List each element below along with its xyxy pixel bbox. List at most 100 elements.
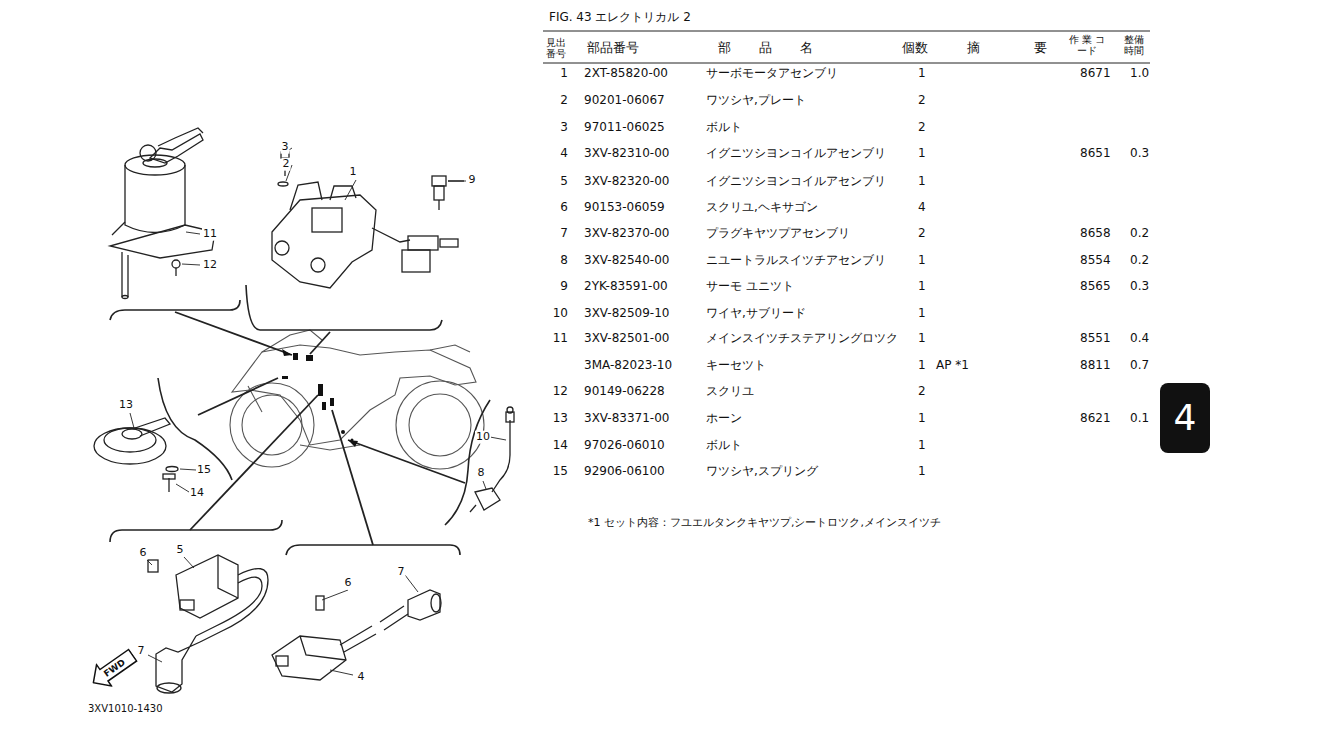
table-cell-quantity: 1 [918,465,926,479]
horn [94,418,178,492]
section-number: 4 [1174,400,1197,436]
table-cell-part-name: イグニツシヨンコイルアセンブリ [706,147,886,161]
table-cell-index-number: 6 [560,201,568,215]
table-cell-part-name: ワツシヤ,プレート [706,94,806,108]
table-cell-part-number: 2YK-83591-00 [584,280,668,294]
callout-number: 9 [468,174,477,187]
table-cell-work-code: 8671 [1080,67,1111,81]
table-cell-quantity: 1 [918,147,926,161]
table-cell-quantity: 1 [918,412,926,426]
table-cell-part-name: メインスイツチステアリングロツク [706,332,898,346]
table-header: 部 品 名 [718,41,813,56]
table-cell-quantity: 1 [918,67,926,81]
table-cell-index-number: 13 [553,412,568,426]
table-cell-work-hours: 0.2 [1130,254,1149,268]
callout-number: 15 [196,464,212,477]
table-cell-part-name: ニユートラルスイツチアセンブリ [706,254,886,268]
table-cell-work-code: 8565 [1080,280,1111,294]
leader-lines [130,148,506,675]
table-header: 整備 時間 [1121,34,1147,56]
table-cell-index-number: 5 [560,175,568,189]
table-cell-quantity: 1 [918,359,926,373]
section-tab: 4 [1160,383,1210,453]
table-cell-quantity: 1 [918,307,926,321]
callout-number: 7 [397,566,406,579]
drawing-code: 3XV1010-1430 [88,703,163,715]
callout-number: 11 [202,228,218,241]
table-cell-quantity: 1 [918,439,926,453]
table-cell-part-name: スクリユ [706,385,754,399]
table-cell-work-code: 8651 [1080,147,1111,161]
table-cell-part-name: ホーン [706,412,742,426]
table-cell-part-name: スクリユ,ヘキサゴン [706,201,818,215]
table-cell-part-name: ボルト [706,121,742,135]
table-cell-part-name: プラグキヤツプアセンブリ [706,227,850,241]
table-cell-part-number: 2XT-85820-00 [584,67,668,81]
table-cell-part-number: 97026-06010 [584,439,665,453]
callout-number: 3 [281,141,290,154]
table-cell-part-number: 90149-06228 [584,385,665,399]
table-cell-part-number: 3XV-82310-00 [584,147,669,161]
table-cell-quantity: 2 [918,385,926,399]
callout-number: 10 [475,431,491,444]
table-cell-part-number: 3XV-82370-00 [584,227,669,241]
ignition-coil-left [148,555,268,693]
table-cell-work-hours: 0.3 [1130,147,1149,161]
table-cell-part-name: キーセツト [706,359,766,373]
table-cell-work-hours: 0.7 [1130,359,1149,373]
table-cell-index-number: 4 [560,147,568,161]
table-cell-part-name: ワツシヤ,スプリング [706,465,818,479]
table-cell-index-number: 15 [553,465,568,479]
neutral-switch [470,407,514,512]
table-cell-work-code: 8554 [1080,254,1111,268]
table-cell-part-name: ワイヤ,サブリード [706,307,806,321]
ignition-coil-right [272,590,441,680]
table-cell-work-code: 8551 [1080,332,1111,346]
table-cell-index-number: 2 [560,94,568,108]
table-cell-quantity: 1 [918,332,926,346]
callout-number: 12 [202,259,218,272]
table-cell-index-number: 14 [553,439,568,453]
group-brackets [110,285,490,555]
table-cell-part-number: 3XV-82509-10 [584,307,669,321]
table-cell-work-hours: 0.2 [1130,227,1149,241]
table-cell-index-number: 10 [553,307,568,321]
main-switch [110,128,215,299]
table-cell-quantity: 1 [918,175,926,189]
table-cell-quantity: 4 [918,201,926,215]
table-cell-quantity: 2 [918,227,926,241]
table-cell-quantity: 2 [918,94,926,108]
callout-number: 7 [137,645,146,658]
table-cell-part-name: サーボモータアセンブリ [706,67,838,81]
table-cell-part-number: 90153-06059 [584,201,665,215]
table-cell-work-code: 8658 [1080,227,1111,241]
footnote: *1 セット内容：フユエルタンクキヤツプ,シートロツク,メインスイツチ [588,517,941,530]
figure-title: FIG. 43 エレクトリカル 2 [549,11,691,25]
callout-number: 6 [139,547,148,560]
table-cell-work-hours: 0.3 [1130,280,1149,294]
table-cell-part-name: イグニツシヨンコイルアセンブリ [706,175,886,189]
table-cell-quantity: 1 [918,254,926,268]
table-cell-part-number: 90201-06067 [584,94,665,108]
arrow-heads [282,349,358,447]
table-cell-part-number: 3MA-82023-10 [584,359,672,373]
table-header: 摘 要 [967,41,1047,56]
table-cell-index-number: 3 [560,121,568,135]
table-cell-work-hours: 0.4 [1130,332,1149,346]
callout-number: 6 [344,577,353,590]
forward-arrow: FWD [84,643,141,695]
table-cell-work-hours: 1.0 [1130,67,1149,81]
table-cell-part-number: 92906-06100 [584,465,665,479]
table-cell-work-hours: 0.1 [1130,412,1149,426]
table-cell-part-number: 3XV-82501-00 [584,332,669,346]
table-cell-part-number: 3XV-83371-00 [584,412,669,426]
servo-motor [272,152,458,288]
location-marks [282,353,354,442]
callout-number: 13 [118,399,134,412]
table-cell-index-number: 7 [560,227,568,241]
table-header: 作 業 コード [1068,34,1106,56]
table-rule [543,31,1150,32]
callout-number: 8 [477,467,486,480]
table-cell-part-number: 97011-06025 [584,121,665,135]
callout-number: 4 [357,671,366,684]
